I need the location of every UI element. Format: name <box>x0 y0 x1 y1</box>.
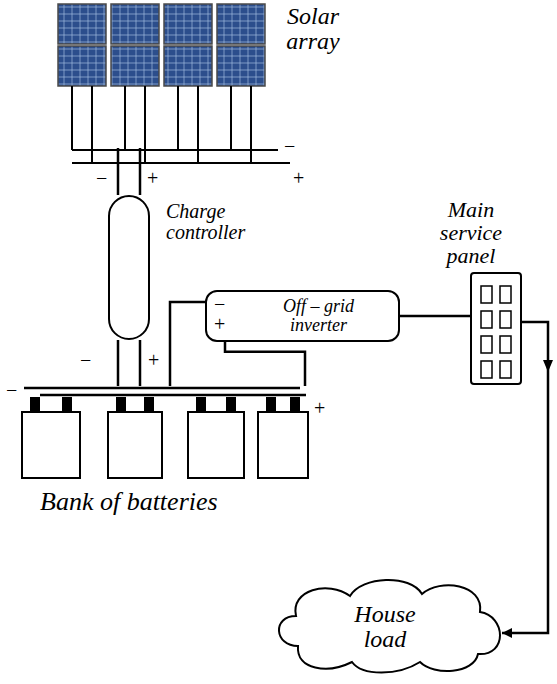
solar-array: Solar array <box>55 0 355 148</box>
solar-module <box>58 4 106 44</box>
battery-cell <box>258 412 308 478</box>
cloud-shape <box>279 580 500 673</box>
node-title: Bank of batteries <box>40 488 350 515</box>
breaker <box>500 336 511 353</box>
lead-wire <box>71 86 73 150</box>
lead-wire <box>230 86 232 150</box>
wire-connector <box>118 340 140 386</box>
bus-wire <box>72 149 278 151</box>
solar-panels <box>58 4 265 86</box>
breaker <box>481 336 492 353</box>
wire-connector <box>118 148 140 195</box>
battery-terminal <box>196 397 206 412</box>
breaker <box>481 311 492 328</box>
terminal-sign: − <box>80 350 91 370</box>
battery-cell <box>108 412 162 478</box>
solar-module <box>164 4 212 44</box>
solar-module <box>217 46 265 86</box>
solar-module <box>111 46 159 86</box>
bus-wire <box>72 162 290 164</box>
battery-bank: Bank of batteries <box>15 386 325 521</box>
terminal-sign: − <box>96 168 107 188</box>
battery-terminal <box>290 397 300 412</box>
terminal-sign: − <box>214 294 225 314</box>
node-title: Off – grid inverter <box>269 297 369 335</box>
node-title: Solar array <box>268 4 358 54</box>
battery-terminal <box>226 397 236 412</box>
lead-wire <box>250 86 252 163</box>
house-load-cloud: House load <box>270 572 505 677</box>
solar-module <box>111 4 159 44</box>
wire-connector <box>502 322 548 633</box>
panel-leads <box>72 86 290 163</box>
terminal-sign: + <box>214 314 225 334</box>
lead-wire <box>177 86 179 150</box>
terminal-sign: + <box>147 168 158 188</box>
lead-wire <box>91 86 93 163</box>
terminal-sign: + <box>314 398 325 418</box>
breaker <box>481 361 492 378</box>
battery-drawing <box>22 388 308 478</box>
main-service-panel: Main service panel <box>470 272 522 385</box>
terminal-sign: + <box>148 350 159 370</box>
breaker-slots <box>481 286 511 378</box>
lead-wire <box>144 86 146 163</box>
battery-terminal <box>62 397 72 412</box>
bus-wire <box>40 394 306 397</box>
breaker <box>500 286 511 303</box>
breaker <box>500 311 511 328</box>
solar-module <box>58 46 106 86</box>
battery-terminal <box>266 397 276 412</box>
battery-terminal <box>144 397 154 412</box>
node-title: House load <box>340 602 430 652</box>
breaker <box>481 286 492 303</box>
terminal-sign: + <box>293 168 304 188</box>
bus-wire <box>24 387 300 390</box>
solar-module <box>164 46 212 86</box>
wire-connector <box>400 315 470 318</box>
terminal-sign: − <box>6 380 17 400</box>
inverter-box: Off – grid inverter <box>205 290 400 342</box>
battery-cell <box>22 412 80 478</box>
node-title: Main service panel <box>416 198 526 267</box>
terminal-sign: − <box>284 136 295 156</box>
charge-controller: Charge controller <box>108 195 150 340</box>
battery-cell <box>188 412 244 478</box>
solar-module <box>217 4 265 44</box>
battery-terminal <box>116 397 126 412</box>
lead-wire <box>124 86 126 150</box>
battery-terminal <box>30 397 40 412</box>
lead-wire <box>197 86 199 163</box>
node-title: Charge controller <box>166 201 271 243</box>
breaker <box>500 361 511 378</box>
